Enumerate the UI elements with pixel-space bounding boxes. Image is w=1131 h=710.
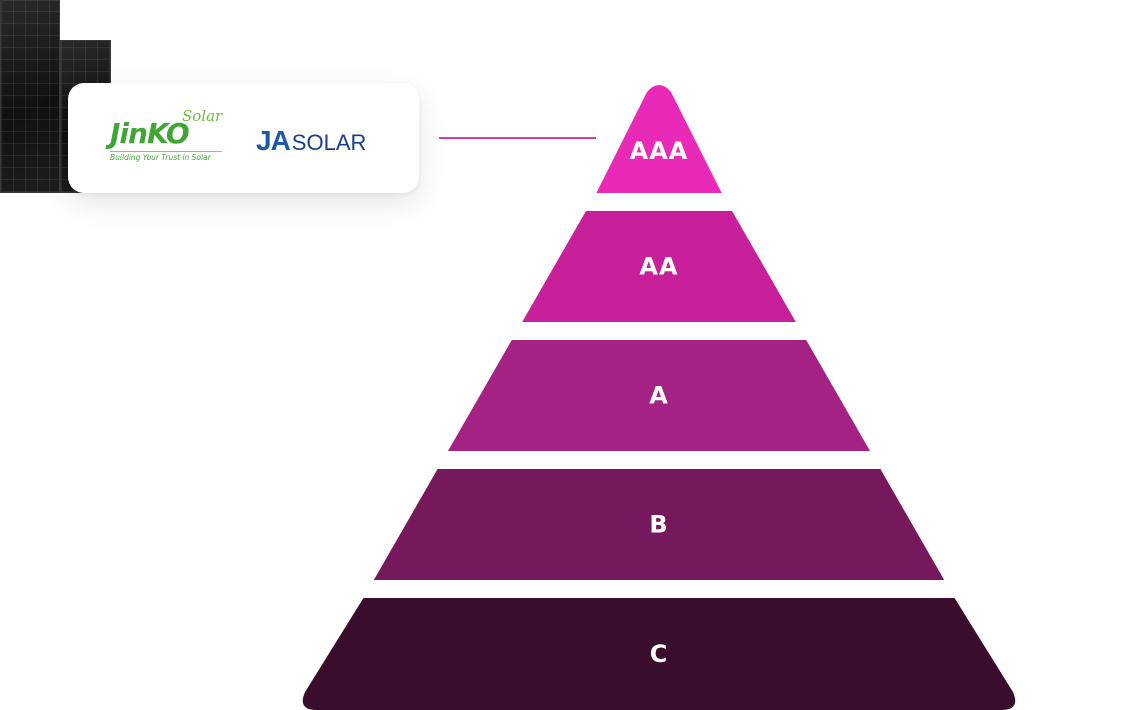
jinko-logo-script: Solar [182,107,223,125]
ja-solar-logo: JASOLAR [256,125,367,156]
ja-logo-mark: JA [256,125,291,156]
jinko-logo-tagline: Building Your Trust in Solar [110,153,211,162]
tier-c-label: C [650,640,669,668]
tier-aaa-label: AAA [630,137,689,165]
tier-a-band [447,340,871,451]
tier-aa-band [522,211,796,322]
jinko-logo-rule [110,151,222,152]
ja-logo-word: SOLAR [291,130,367,155]
manufacturer-logo-card: Solar JinKO Building Your Trust in Solar… [68,83,419,193]
tier-b-label: B [649,511,668,539]
tier-aa-label: AA [639,253,678,281]
jinko-solar-logo: Solar JinKO Building Your Trust in Solar [108,105,228,165]
tier-a-label: A [649,382,669,410]
tier-b-band [373,469,945,580]
tier-connector-line [439,137,596,139]
tier-aaa-band [596,85,722,193]
solar-panel-image-back [0,0,60,193]
tier-c-band [302,598,1016,710]
jinko-logo-wordmark: JinKO [110,117,190,150]
